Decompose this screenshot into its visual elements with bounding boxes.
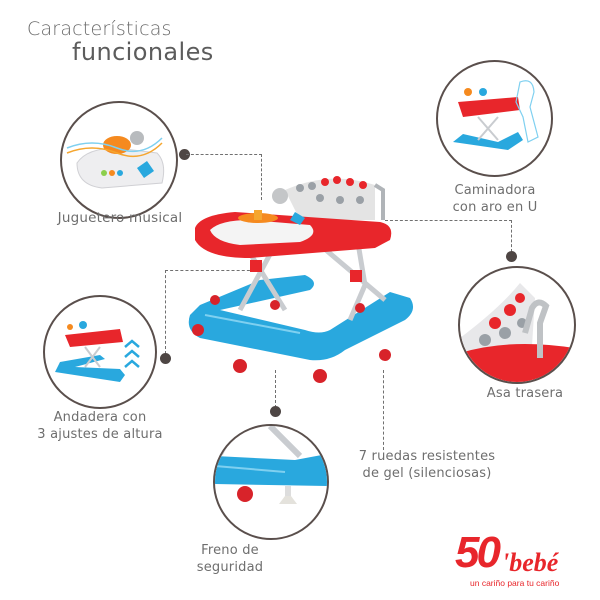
walker-child-image — [453, 80, 539, 150]
title-line-1: Características — [27, 18, 172, 40]
feature-label-juguetero: Juguetero musical — [57, 210, 183, 226]
feature-circle-andadera — [43, 295, 157, 409]
feature-circle-asa — [458, 266, 576, 384]
feature-label-freno: Freno de seguridad — [196, 543, 264, 575]
toy-panel-image — [66, 131, 165, 189]
brake-image — [215, 426, 327, 504]
logo-brand: 'bebé — [502, 548, 559, 577]
baby-walker-image — [188, 176, 414, 383]
feature-circle-juguetero — [60, 101, 178, 219]
logo-number: 50 — [455, 528, 501, 577]
feature-label-asa: Asa trasera — [486, 386, 564, 401]
feature-label-ruedas: 7 ruedas resistentes de gel (silenciosas… — [358, 449, 496, 481]
feature-circle-caminadora — [436, 60, 553, 177]
feature-label-andadera: Andadera con 3 ajustes de altura — [37, 410, 163, 442]
rear-handle-image — [460, 283, 574, 382]
logo-tagline: un cariño para tu cariño — [470, 578, 560, 588]
height-adjust-image — [55, 321, 140, 382]
title-line-2: funcionales — [72, 38, 214, 66]
feature-circle-freno — [213, 424, 329, 540]
feature-label-caminadora: Caminadora con aro en U — [452, 183, 538, 215]
